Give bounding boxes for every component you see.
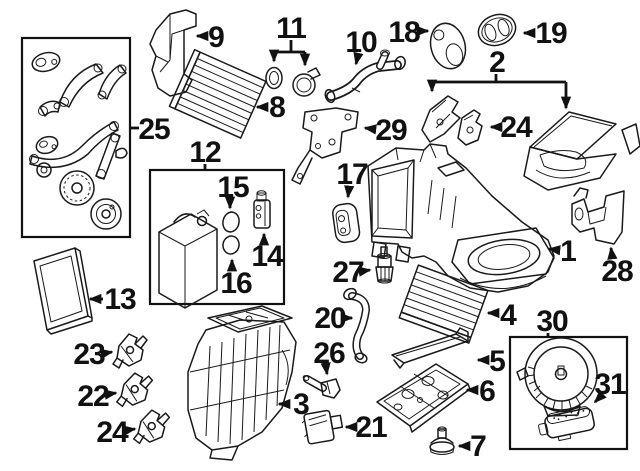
linkage-kit-parts [29, 51, 128, 230]
part-18-gasket [429, 22, 467, 70]
callout-22-label[interactable]: 22 [77, 380, 110, 413]
part-6-tray [376, 363, 471, 433]
callout-21-label[interactable]: 21 [355, 411, 388, 444]
callout-23-arrow [99, 348, 114, 359]
part-10-hose [324, 49, 406, 104]
group-box-25: 25 [20, 36, 171, 239]
part-16-oring [222, 235, 240, 255]
part-21-actuator [301, 409, 344, 445]
callout-8-label[interactable]: 8 [269, 91, 286, 124]
callout-26-arrow [320, 362, 331, 376]
callout-12-label[interactable]: 12 [189, 136, 222, 169]
callout-24-lower-arrow [123, 425, 137, 436]
callout-27-label[interactable]: 27 [332, 256, 365, 289]
callout-17-label[interactable]: 17 [336, 158, 369, 191]
callout-25-label[interactable]: 25 [138, 113, 171, 146]
callout-16-label[interactable]: 16 [220, 267, 253, 300]
part-8-heater-core [168, 48, 267, 139]
callout-24-lower-label[interactable]: 24 [96, 416, 130, 449]
callout-2-bracket [432, 74, 566, 84]
part-17-actuator [332, 202, 361, 244]
callout-22-arrow [104, 389, 118, 400]
callout-31-arrow [593, 390, 607, 404]
callout-19-label[interactable]: 19 [535, 17, 568, 50]
part-29-bracket-plate [291, 107, 359, 185]
callout-7-label[interactable]: 7 [470, 430, 487, 463]
callout-3-label[interactable]: 3 [293, 388, 310, 421]
part-1-housing [367, 143, 555, 293]
callout-28-arrow [607, 246, 618, 260]
part-13-filter [33, 247, 93, 335]
callout-17-arrow [344, 185, 355, 199]
callout-24-upper-label[interactable]: 24 [500, 111, 534, 144]
callout-11-bracket [274, 40, 305, 54]
callout-11-label[interactable]: 11 [276, 12, 307, 45]
part-27-valve [375, 246, 394, 284]
part-31-resistor [538, 406, 595, 442]
part-24-lower-servo [132, 408, 171, 447]
part-19-gasket [477, 13, 517, 47]
part-9-bracket [149, 9, 197, 97]
part-4-insulator-panel [398, 264, 489, 344]
group-box-12: 12 15 16 14 [148, 136, 286, 309]
callout-1-label[interactable]: 1 [560, 235, 577, 268]
callout-10-label[interactable]: 10 [345, 26, 378, 59]
part-15-oring [222, 211, 240, 233]
part-11-clamp [292, 67, 321, 97]
callout-23-label[interactable]: 23 [73, 338, 106, 371]
group-box-30: 30 [508, 305, 629, 451]
callout-29-arrow [363, 124, 377, 135]
callout-27-arrow [358, 266, 372, 277]
part-3-lower-housing [187, 305, 297, 461]
part-26-sensor [302, 375, 341, 399]
part-7-grommet [429, 426, 455, 455]
callout-28-label[interactable]: 28 [601, 255, 634, 288]
part-22-servo [115, 371, 154, 410]
callout-1-arrow [547, 245, 561, 256]
callout-14-label[interactable]: 14 [251, 240, 285, 273]
callout-5-label[interactable]: 5 [489, 345, 506, 378]
callout-30-label[interactable]: 30 [536, 305, 569, 338]
callout-10-arrow [353, 51, 364, 66]
part-5-rail [391, 327, 469, 369]
callout-26-label[interactable]: 26 [313, 337, 346, 370]
part-11-oring [265, 66, 283, 90]
callout-2-label[interactable]: 2 [489, 46, 506, 79]
callout-13-label[interactable]: 13 [104, 283, 137, 316]
callout-6-label[interactable]: 6 [479, 375, 496, 408]
callout-29-label[interactable]: 29 [375, 114, 408, 147]
part-blower-motor [516, 337, 598, 417]
part-28-bracket [571, 187, 625, 245]
part-23-servo [112, 333, 148, 369]
part-2-mount-bracket [421, 95, 461, 143]
callout-15-label[interactable]: 15 [217, 171, 250, 204]
part-14-expansion-valve [253, 190, 271, 229]
part-evaporator-core [158, 209, 218, 309]
callout-20-label[interactable]: 20 [314, 302, 347, 335]
part-2-duct [523, 111, 640, 191]
callout-9-label[interactable]: 9 [208, 21, 225, 54]
part-20-drain-hose [343, 287, 371, 364]
callout-18-label[interactable]: 18 [388, 16, 421, 49]
callout-4-label[interactable]: 4 [500, 299, 518, 332]
part-24-upper-bracket [457, 109, 483, 146]
